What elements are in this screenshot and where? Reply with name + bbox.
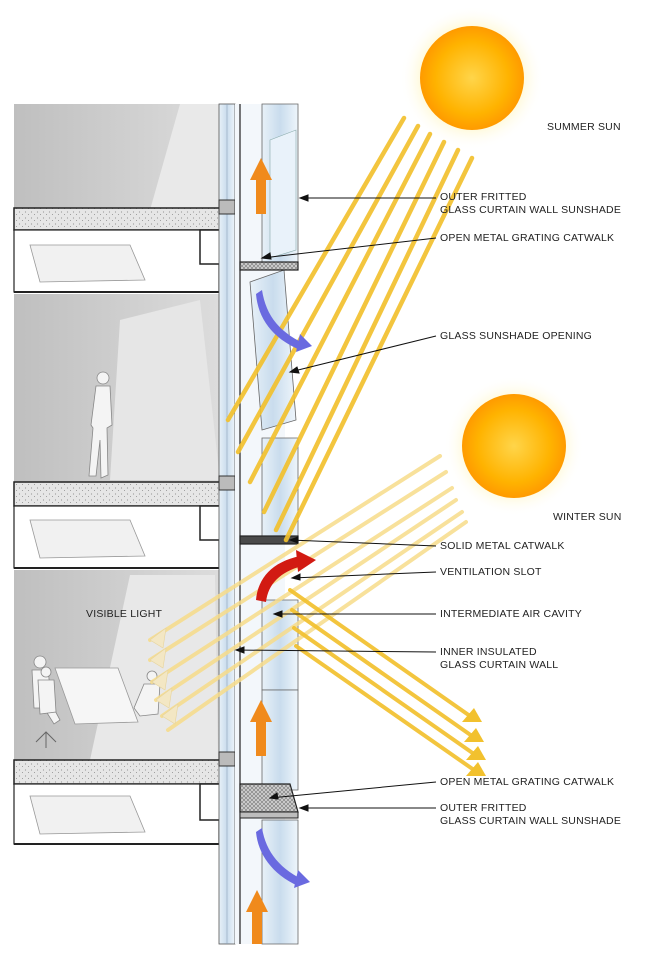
open-metal-grating-catwalk-bottom bbox=[239, 783, 299, 819]
open-grating-top-label: OPEN METAL GRATING CATWALK bbox=[440, 232, 615, 244]
people-seated-icon bbox=[31, 655, 161, 748]
floor-slab bbox=[13, 481, 225, 507]
hot-air-ventilation-arrow-icon bbox=[256, 550, 316, 602]
warm-air-up-arrow-icon bbox=[246, 890, 268, 944]
label-line: GLASS CURTAIN WALL bbox=[440, 659, 559, 671]
glass-sunshade-opening-label: GLASS SUNSHADE OPENING bbox=[440, 330, 593, 342]
floor-slab bbox=[13, 759, 225, 785]
building-section bbox=[13, 104, 225, 845]
floor-slab bbox=[13, 207, 225, 231]
air-cavity-label: INTERMEDIATE AIR CAVITY bbox=[440, 608, 582, 620]
warm-air-up-arrow-icon bbox=[250, 158, 272, 214]
inner-wall-label: INNER INSULATED GLASS CURTAIN WALL bbox=[440, 646, 558, 672]
winter-sun-label: WINTER SUN bbox=[553, 511, 622, 523]
reflected-rays bbox=[288, 588, 476, 772]
summer-sun-label: SUMMER SUN bbox=[547, 121, 621, 133]
label-line: OUTER FRITTED bbox=[440, 191, 527, 203]
mullion bbox=[218, 199, 236, 215]
ceiling-fixture bbox=[29, 519, 146, 559]
reflected-ray-arrowheads bbox=[462, 708, 486, 776]
leader-lines bbox=[234, 194, 437, 812]
label-line: GLASS CURTAIN WALL SUNSHADE bbox=[440, 204, 622, 216]
room-middle-light bbox=[110, 300, 220, 480]
cool-air-arrow-icon bbox=[256, 290, 312, 352]
open-metal-grating-catwalk-top bbox=[239, 261, 299, 271]
outer-fritted-top-label: OUTER FRITTED GLASS CURTAIN WALL SUNSHAD… bbox=[440, 191, 621, 217]
mullion bbox=[218, 475, 236, 491]
winter-sun-icon bbox=[444, 376, 584, 516]
label-line: INNER INSULATED bbox=[440, 646, 537, 658]
mullion bbox=[218, 751, 236, 767]
inner-glass-curtain-wall bbox=[218, 103, 236, 945]
meeting-table-icon bbox=[54, 667, 139, 725]
label-line: GLASS CURTAIN WALL SUNSHADE bbox=[440, 815, 622, 827]
room-top-shadow bbox=[150, 104, 219, 210]
visible-light-label: VISIBLE LIGHT bbox=[86, 608, 163, 620]
label-line: OUTER FRITTED bbox=[440, 802, 527, 814]
solid-catwalk-label: SOLID METAL CATWALK bbox=[440, 540, 565, 552]
outer-fritted-bottom-label: OUTER FRITTED GLASS CURTAIN WALL SUNSHAD… bbox=[440, 802, 621, 828]
open-grating-bottom-label: OPEN METAL GRATING CATWALK bbox=[440, 776, 615, 788]
person-standing-icon bbox=[88, 371, 113, 479]
summer-sun-icon bbox=[400, 6, 544, 150]
ventilation-slot-label: VENTILATION SLOT bbox=[440, 566, 542, 578]
visible-light-arrows bbox=[149, 627, 179, 725]
ceiling-fixture bbox=[29, 795, 146, 835]
outer-fritted-glass-sunshade bbox=[249, 103, 299, 945]
warm-air-up-arrow-icon bbox=[250, 700, 272, 756]
summer-sun-rays bbox=[225, 115, 475, 543]
ceiling-fixture bbox=[29, 244, 146, 283]
cool-air-arrow-icon bbox=[256, 828, 310, 888]
